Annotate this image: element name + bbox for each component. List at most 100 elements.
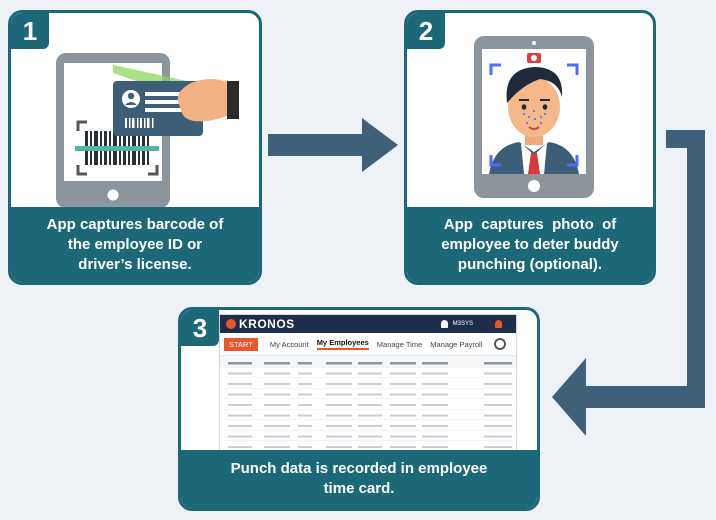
bell-icon[interactable] xyxy=(495,320,502,328)
table-cell-placeholder xyxy=(484,372,512,375)
table-cell-placeholder xyxy=(422,404,448,406)
table-cell-placeholder xyxy=(358,404,382,406)
table-row-divider xyxy=(224,440,514,442)
step-3-caption-line: time card. xyxy=(323,480,395,497)
table-cell-placeholder xyxy=(298,383,312,385)
table-row-divider xyxy=(224,388,514,389)
table-cell-placeholder xyxy=(358,393,382,396)
kronos-logo-icon xyxy=(226,319,236,329)
table-cell-placeholder xyxy=(390,362,416,365)
table-cell-placeholder xyxy=(326,372,352,375)
table-cell-placeholder xyxy=(484,362,512,365)
step-2-caption-line: App captures photo of xyxy=(443,215,617,233)
table-cell-placeholder xyxy=(422,414,448,417)
table-cell-placeholder xyxy=(264,425,290,427)
table-cell-placeholder xyxy=(422,435,448,438)
table-cell-placeholder xyxy=(326,446,352,448)
table-cell-placeholder xyxy=(422,446,448,448)
table-cell-placeholder xyxy=(390,425,416,427)
table-cell-placeholder xyxy=(228,446,252,448)
table-cell-placeholder xyxy=(358,414,382,417)
table-cell-placeholder xyxy=(228,393,252,396)
user-icon[interactable] xyxy=(440,320,448,328)
step-3-card: 3 KRONOS M3SYS START My Account My Emplo… xyxy=(178,307,540,511)
table-cell-placeholder xyxy=(390,404,416,406)
table-cell-placeholder xyxy=(298,446,312,448)
table-row-divider xyxy=(224,419,514,421)
start-button[interactable]: START xyxy=(224,337,258,351)
table-cell-placeholder xyxy=(264,383,290,385)
step-1-caption-line: App captures barcode of xyxy=(46,215,224,233)
table-cell-placeholder xyxy=(228,383,252,385)
table-cell-placeholder xyxy=(228,362,252,365)
table-cell-placeholder xyxy=(326,404,352,406)
table-header-row xyxy=(220,356,516,367)
timecard-table xyxy=(220,356,516,448)
arrow-elbow-icon xyxy=(552,130,705,436)
table-cell-placeholder xyxy=(264,435,290,438)
step-1-caption-line: driver’s license. xyxy=(78,255,192,273)
step-3-number: 3 xyxy=(181,310,219,346)
table-cell-placeholder xyxy=(264,372,290,375)
table-cell-placeholder xyxy=(298,414,312,417)
table-cell-placeholder xyxy=(228,372,252,375)
table-cell-placeholder xyxy=(390,372,416,375)
table-cell-placeholder xyxy=(484,383,512,385)
app-header: KRONOS M3SYS xyxy=(220,315,516,333)
step-2-card: 2 App captures photo xyxy=(404,10,656,285)
table-cell-placeholder xyxy=(326,393,352,396)
table-cell-placeholder xyxy=(358,372,382,375)
user-name: M3SYS xyxy=(452,321,473,327)
step-1-card: 1 xyxy=(8,10,262,285)
table-cell-placeholder xyxy=(484,425,512,427)
table-cell-placeholder xyxy=(422,383,448,385)
step-2-caption: App captures photo of employee to deter … xyxy=(407,207,653,282)
nav-manage-payroll[interactable]: Manage Payroll xyxy=(430,339,483,349)
table-cell-placeholder xyxy=(298,404,312,406)
table-cell-placeholder xyxy=(298,435,312,438)
nav-my-employees[interactable]: My Employees xyxy=(316,338,369,350)
table-cell-placeholder xyxy=(484,414,512,417)
step-1-caption-line: the employee ID or xyxy=(67,235,203,253)
step-3-caption-line: Punch data is recorded in employee xyxy=(230,460,488,477)
table-cell-placeholder xyxy=(326,383,352,385)
timecard-screen: KRONOS M3SYS START My Account My Employe… xyxy=(219,314,517,452)
table-row-divider xyxy=(224,367,514,368)
table-cell-placeholder xyxy=(326,425,352,427)
table-cell-placeholder xyxy=(484,404,512,406)
step-1-number: 1 xyxy=(11,13,49,49)
table-cell-placeholder xyxy=(264,393,290,396)
search-icon[interactable] xyxy=(494,338,506,350)
nav-my-account[interactable]: My Account xyxy=(269,339,309,349)
step-1-caption: App captures barcode of the employee ID … xyxy=(11,207,259,282)
table-cell-placeholder xyxy=(390,383,416,385)
step-2-caption-line: punching (optional). xyxy=(457,255,603,273)
nav-bar: START My Account My Employees Manage Tim… xyxy=(220,333,516,356)
table-cell-placeholder xyxy=(390,414,416,417)
table-cell-placeholder xyxy=(358,435,382,438)
table-cell-placeholder xyxy=(422,425,448,427)
table-cell-placeholder xyxy=(228,425,252,427)
card-reader-icon xyxy=(56,53,239,208)
table-cell-placeholder xyxy=(326,435,352,438)
table-cell-placeholder xyxy=(358,446,382,448)
nav-manage-time[interactable]: Manage Time xyxy=(376,339,423,349)
table-cell-placeholder xyxy=(264,414,290,417)
table-cell-placeholder xyxy=(484,393,512,396)
table-cell-placeholder xyxy=(326,414,352,417)
table-cell-placeholder xyxy=(298,362,312,365)
table-cell-placeholder xyxy=(390,393,416,396)
table-cell-placeholder xyxy=(264,404,290,406)
table-row-divider xyxy=(224,377,514,379)
table-cell-placeholder xyxy=(358,425,382,427)
table-cell-placeholder xyxy=(484,435,512,438)
face-scan-icon xyxy=(474,36,594,198)
table-cell-placeholder xyxy=(484,446,512,448)
app-logo: KRONOS xyxy=(239,317,295,331)
table-cell-placeholder xyxy=(358,383,382,385)
table-cell-placeholder xyxy=(422,372,448,375)
table-cell-placeholder xyxy=(264,446,290,448)
table-cell-placeholder xyxy=(228,404,252,406)
table-row-divider xyxy=(224,409,514,410)
table-cell-placeholder xyxy=(228,414,252,417)
